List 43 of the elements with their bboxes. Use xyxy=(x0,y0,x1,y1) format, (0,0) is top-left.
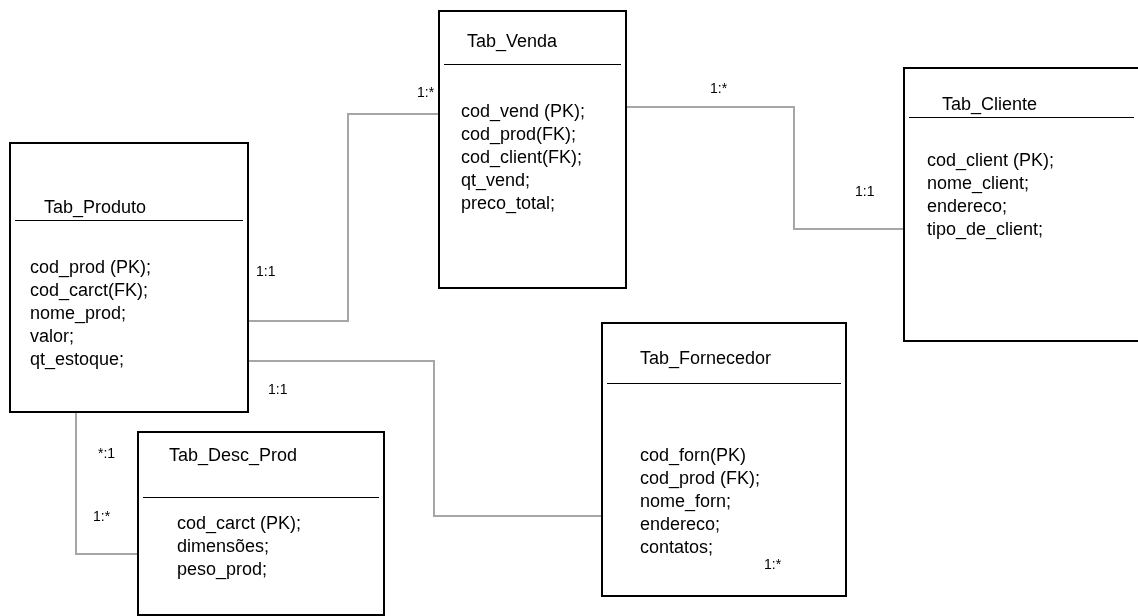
connector-line xyxy=(248,360,602,517)
field-name: tipo_de_client; xyxy=(927,218,1044,240)
entity-table xyxy=(601,322,847,597)
connector-line xyxy=(75,412,138,555)
field-name: cod_carct (PK); xyxy=(177,512,302,534)
table-title: Tab_Venda xyxy=(467,30,558,52)
field-name: qt_estoque; xyxy=(30,348,125,370)
field-name: cod_prod (FK); xyxy=(640,467,761,489)
field-name: peso_prod; xyxy=(177,558,268,580)
cardinality-label: 1:* xyxy=(764,556,782,572)
field-name: endereco; xyxy=(927,195,1008,217)
cardinality-label: 1:1 xyxy=(268,381,288,397)
field-name: dimensões; xyxy=(177,535,270,557)
field-name: cod_vend (PK); xyxy=(461,100,586,122)
entity-table xyxy=(137,431,385,616)
table-title: Tab_Desc_Prod xyxy=(169,444,298,466)
field-name: cod_client(FK); xyxy=(461,146,583,168)
field-name: nome_client; xyxy=(927,172,1030,194)
cardinality-label: 1:1 xyxy=(855,183,875,199)
cardinality-label: 1:* xyxy=(93,508,111,524)
table-title: Tab_Cliente xyxy=(942,93,1038,115)
entity-table xyxy=(9,142,249,413)
field-name: cod_prod(FK); xyxy=(461,123,577,145)
entity-table xyxy=(438,10,627,289)
cardinality-label: *:1 xyxy=(98,445,116,461)
field-name: cod_forn(PK) xyxy=(640,444,747,466)
field-name: qt_vend; xyxy=(461,169,531,191)
cardinality-label: 1:* xyxy=(417,84,435,100)
field-name: preco_total; xyxy=(461,192,556,214)
entity-table xyxy=(903,67,1138,342)
field-name: cod_prod (PK); xyxy=(30,256,152,278)
table-title: Tab_Produto xyxy=(44,196,147,218)
field-name: nome_prod; xyxy=(30,302,127,324)
field-name: endereco; xyxy=(640,513,721,535)
table-title: Tab_Fornecedor xyxy=(640,347,772,369)
field-name: contatos; xyxy=(640,536,714,558)
connector-line xyxy=(626,106,904,230)
cardinality-label: 1:1 xyxy=(256,263,276,279)
field-name: cod_client (PK); xyxy=(927,149,1055,171)
field-name: nome_forn; xyxy=(640,490,732,512)
field-name: cod_carct(FK); xyxy=(30,279,149,301)
cardinality-label: 1:* xyxy=(710,80,728,96)
field-name: valor; xyxy=(30,325,74,347)
